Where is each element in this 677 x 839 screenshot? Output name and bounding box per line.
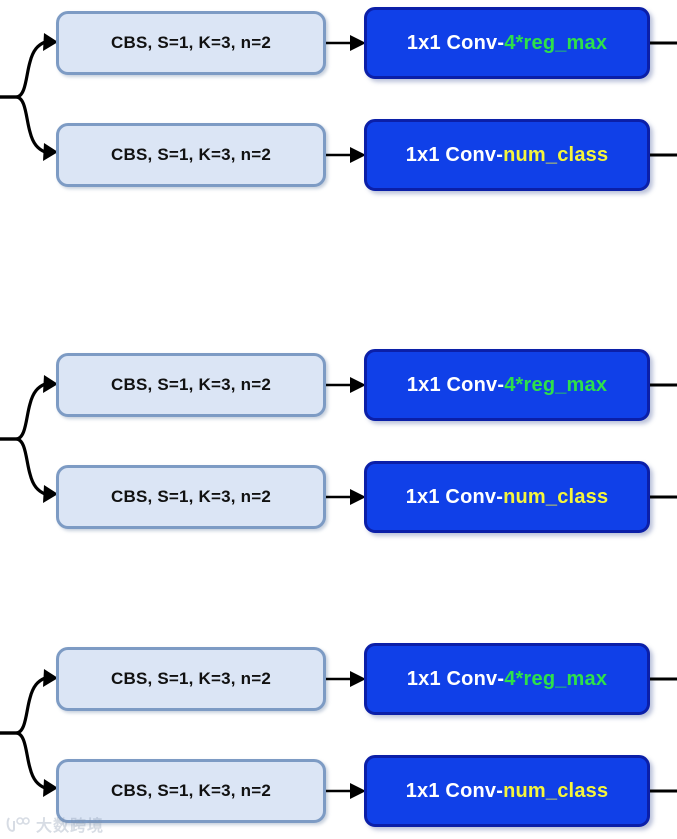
conv-prefix-text: 1x1 Conv- — [405, 485, 504, 508]
arrow-cbs-to-conv-icon — [326, 35, 366, 51]
head-row-cls-3: CBS, S=1, K=3, n=2 1x1 Conv-num_class — [0, 752, 677, 828]
conv-block-reg[interactable]: 1x1 Conv-4*reg_max — [364, 643, 650, 715]
conv-block-label: 1x1 Conv-4*reg_max — [407, 668, 607, 691]
conv-accent-text: 4*reg_max — [504, 31, 608, 54]
output-line-reg-icon — [650, 41, 677, 45]
cbs-block-label: CBS, S=1, K=3, n=2 — [111, 781, 271, 800]
conv-block-cls[interactable]: 1x1 Conv-num_class — [364, 119, 650, 191]
cbs-block-label: CBS, S=1, K=3, n=2 — [111, 33, 271, 52]
cbs-block-label: CBS, S=1, K=3, n=2 — [111, 487, 271, 506]
head-row-reg-3: CBS, S=1, K=3, n=2 1x1 Conv-4*reg_max — [0, 640, 677, 716]
conv-prefix-text: 1x1 Conv- — [406, 667, 505, 690]
cbs-block[interactable]: CBS, S=1, K=3, n=2 — [56, 123, 326, 187]
arrow-cbs-to-conv-icon — [326, 783, 366, 799]
conv-prefix-text: 1x1 Conv- — [405, 779, 504, 802]
output-line-reg-icon — [650, 677, 677, 681]
conv-prefix-text: 1x1 Conv- — [406, 31, 505, 54]
conv-accent-text: 4*reg_max — [504, 373, 608, 396]
conv-block-label: 1x1 Conv-4*reg_max — [407, 374, 607, 397]
head-row-reg-1: CBS, S=1, K=3, n=2 1x1 Conv-4*reg_max — [0, 4, 677, 80]
head-row-cls-2: CBS, S=1, K=3, n=2 1x1 Conv-num_class — [0, 458, 677, 534]
head-group-1: CBS, S=1, K=3, n=2 1x1 Conv-4*reg_max CB… — [0, 0, 677, 192]
output-line-reg-icon — [650, 383, 677, 387]
output-line-cls-icon — [650, 495, 677, 499]
cbs-block[interactable]: CBS, S=1, K=3, n=2 — [56, 465, 326, 529]
head-row-cls-1: CBS, S=1, K=3, n=2 1x1 Conv-num_class — [0, 116, 677, 192]
conv-block-reg[interactable]: 1x1 Conv-4*reg_max — [364, 7, 650, 79]
conv-block-cls[interactable]: 1x1 Conv-num_class — [364, 461, 650, 533]
arrow-cbs-to-conv-icon — [326, 489, 366, 505]
conv-block-reg[interactable]: 1x1 Conv-4*reg_max — [364, 349, 650, 421]
conv-block-label: 1x1 Conv-4*reg_max — [407, 32, 607, 55]
arrow-cbs-to-conv-icon — [326, 147, 366, 163]
head-row-reg-2: CBS, S=1, K=3, n=2 1x1 Conv-4*reg_max — [0, 346, 677, 422]
cbs-block[interactable]: CBS, S=1, K=3, n=2 — [56, 647, 326, 711]
branch-split-icon-2 — [0, 375, 58, 503]
head-group-3: CBS, S=1, K=3, n=2 1x1 Conv-4*reg_max CB… — [0, 636, 677, 828]
branch-split-icon-3 — [0, 669, 58, 797]
conv-prefix-text: 1x1 Conv- — [406, 373, 505, 396]
output-line-cls-icon — [650, 789, 677, 793]
arrow-cbs-to-conv-icon — [326, 671, 366, 687]
conv-block-label: 1x1 Conv-num_class — [406, 780, 609, 803]
branch-split-icon-1 — [0, 33, 58, 161]
cbs-block-label: CBS, S=1, K=3, n=2 — [111, 375, 271, 394]
cbs-block-label: CBS, S=1, K=3, n=2 — [111, 145, 271, 164]
cbs-block[interactable]: CBS, S=1, K=3, n=2 — [56, 11, 326, 75]
arrow-cbs-to-conv-icon — [326, 377, 366, 393]
conv-accent-text: num_class — [503, 485, 609, 508]
conv-block-cls[interactable]: 1x1 Conv-num_class — [364, 755, 650, 827]
head-group-2: CBS, S=1, K=3, n=2 1x1 Conv-4*reg_max CB… — [0, 342, 677, 534]
output-line-cls-icon — [650, 153, 677, 157]
cbs-block[interactable]: CBS, S=1, K=3, n=2 — [56, 353, 326, 417]
conv-prefix-text: 1x1 Conv- — [405, 143, 504, 166]
conv-accent-text: 4*reg_max — [504, 667, 608, 690]
cbs-block-label: CBS, S=1, K=3, n=2 — [111, 669, 271, 688]
conv-accent-text: num_class — [503, 143, 609, 166]
conv-accent-text: num_class — [503, 779, 609, 802]
conv-block-label: 1x1 Conv-num_class — [406, 486, 609, 509]
cbs-block[interactable]: CBS, S=1, K=3, n=2 — [56, 759, 326, 823]
conv-block-label: 1x1 Conv-num_class — [406, 144, 609, 167]
